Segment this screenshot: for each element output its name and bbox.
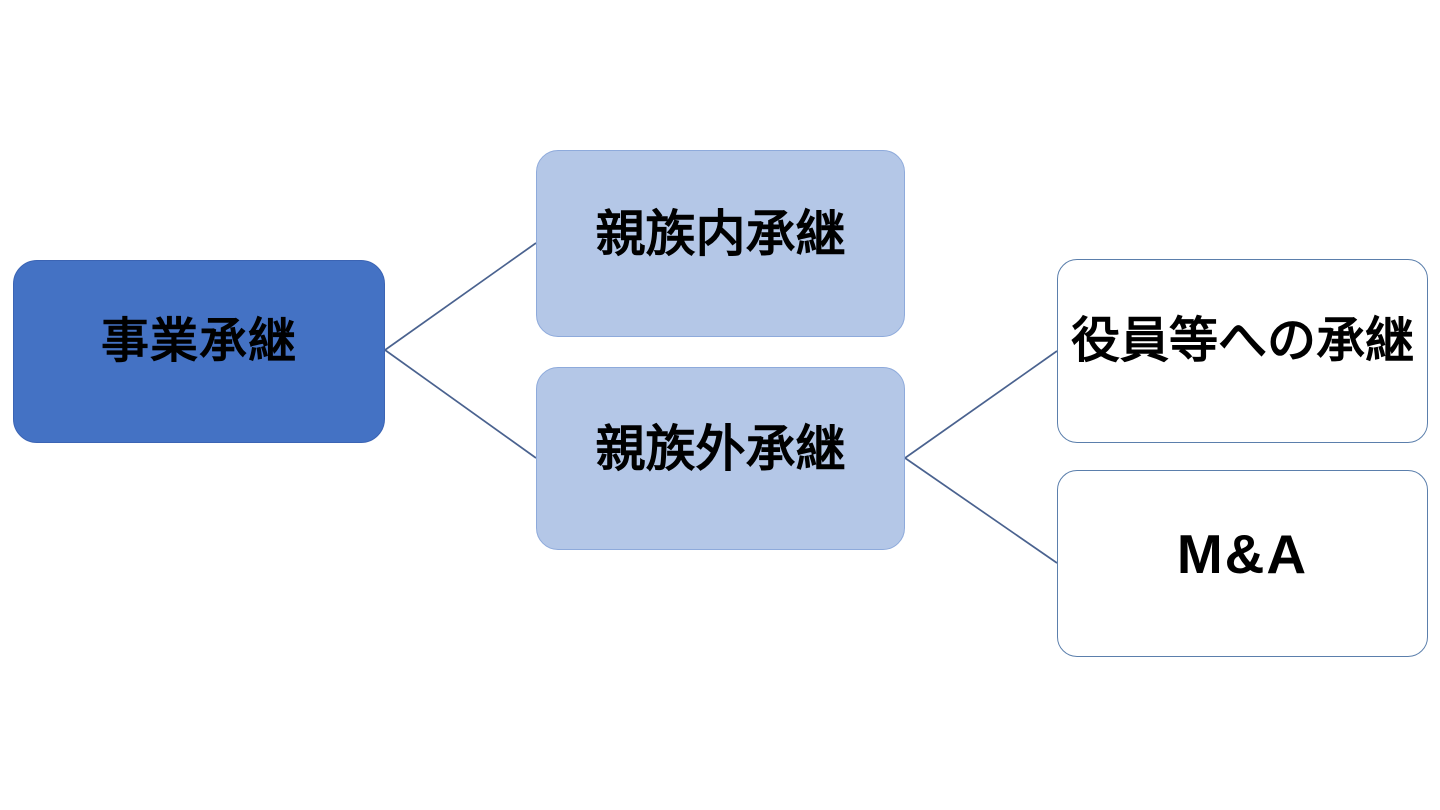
connector-root-family [384, 242, 537, 351]
node-family-succession: 親族内承継 [536, 150, 905, 337]
node-non-family-succession-label: 親族外承継 [595, 421, 846, 477]
node-non-family-succession: 親族外承継 [536, 367, 905, 550]
node-ma: M&A [1057, 470, 1428, 657]
node-family-succession-label: 親族内承継 [595, 206, 846, 262]
node-business-succession-label: 事業承継 [100, 315, 297, 369]
node-ma-label: M&A [1176, 523, 1309, 586]
node-executive-succession: 役員等への承継 [1057, 259, 1428, 443]
connector-nonfamily-ma [904, 457, 1058, 564]
node-business-succession: 事業承継 [13, 260, 385, 443]
node-executive-succession-label: 役員等への承継 [1070, 314, 1414, 369]
connector-nonfamily-executive [904, 350, 1058, 459]
connector-root-nonfamily [384, 349, 537, 459]
